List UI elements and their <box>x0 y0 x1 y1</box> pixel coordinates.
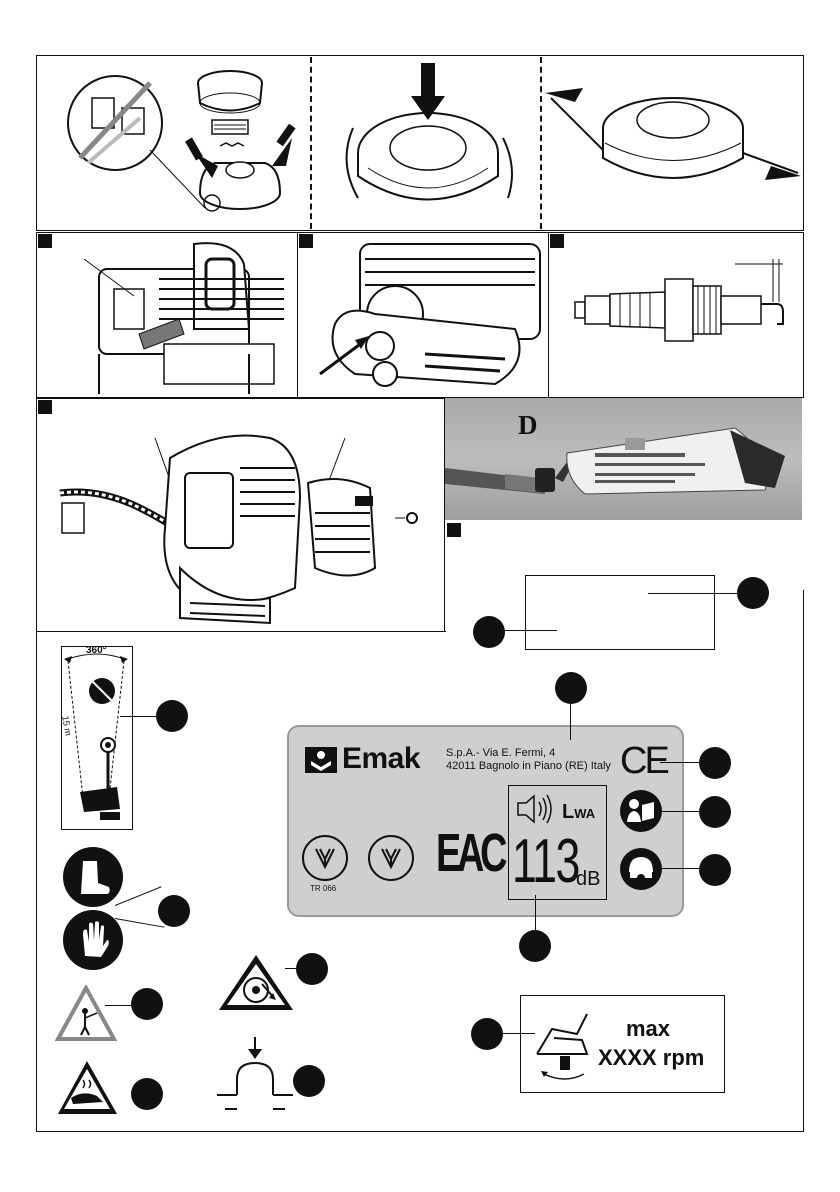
trimmer-head-disassembly-illustration <box>40 58 308 228</box>
rotating-blade-icon <box>216 952 296 1014</box>
callout-leader <box>120 716 158 717</box>
callout-circle <box>158 895 190 927</box>
sound-value: 113 <box>512 830 579 894</box>
certification-mark-icon <box>302 835 348 881</box>
brand-name: Emak <box>342 742 420 776</box>
sound-label-sub: WA <box>574 806 595 821</box>
panel-marker-a <box>38 234 52 248</box>
row1-divider-2 <box>540 57 542 229</box>
sound-label-l: L <box>562 801 574 823</box>
helmet-icon <box>620 848 662 890</box>
callout-circle <box>699 796 731 828</box>
callout-circle <box>131 1078 163 1110</box>
boots-icon <box>63 847 123 907</box>
callout-circle <box>471 1018 503 1050</box>
row4-top-line <box>36 631 446 632</box>
rpm-label: XXXX rpm <box>598 1045 704 1071</box>
thrown-objects-icon <box>55 985 117 1043</box>
manual-icon <box>620 790 662 832</box>
callout-circle <box>555 672 587 704</box>
press-head-illustration <box>313 58 538 228</box>
max-label: max <box>626 1016 670 1042</box>
panel-marker-c <box>550 234 564 248</box>
company-address-line2: 42011 Bagnolo in Piano (RE) Italy <box>446 760 611 773</box>
callout-leader <box>660 762 702 763</box>
spark-plug-illustration <box>565 234 801 396</box>
serial-label-box <box>525 575 715 650</box>
callout-circle <box>737 577 769 609</box>
safety-distance-card <box>61 646 133 830</box>
primer-press-icon <box>215 1035 295 1115</box>
pull-line-illustration <box>543 58 801 228</box>
callout-circle <box>473 616 505 648</box>
callout-leader <box>570 700 571 740</box>
grease-tube-photo <box>445 398 802 520</box>
emak-logo-icon <box>305 747 337 773</box>
sound-unit: dB <box>576 868 600 891</box>
callout-leader <box>535 895 536 935</box>
angle-label: 360° <box>86 645 107 656</box>
callout-leader <box>660 811 702 812</box>
callout-leader <box>500 1033 535 1034</box>
callout-circle <box>699 854 731 886</box>
speaker-icon <box>515 792 555 826</box>
row4-right-gap <box>798 520 808 590</box>
panel-marker-d <box>38 400 52 414</box>
callout-leader <box>660 868 702 869</box>
certification-mark-icon <box>368 835 414 881</box>
row1-divider-1 <box>310 57 312 229</box>
hot-surface-icon <box>55 1058 120 1118</box>
callout-circle <box>296 953 328 985</box>
air-filter-illustration <box>54 234 294 396</box>
sound-label: LWA <box>562 801 595 824</box>
fuel-tank-illustration <box>315 234 545 396</box>
rotating-head-icon <box>532 1004 592 1084</box>
panel-marker-b <box>299 234 313 248</box>
company-address-line1: S.p.A.- Via E. Fermi, 4 <box>446 747 555 760</box>
serial-leader-2 <box>505 630 557 631</box>
row2-divider-2 <box>548 233 549 397</box>
callout-circle <box>293 1065 325 1097</box>
callout-circle <box>699 747 731 779</box>
row2-divider-1 <box>297 233 298 397</box>
serial-leader-1 <box>648 593 738 594</box>
callout-circle <box>156 700 188 732</box>
panel-letter-d: D <box>518 410 538 441</box>
callout-circle <box>131 988 163 1020</box>
tr-label: TR 066 <box>310 884 336 893</box>
eac-mark: EAC <box>436 822 503 884</box>
callout-circle <box>519 930 551 962</box>
